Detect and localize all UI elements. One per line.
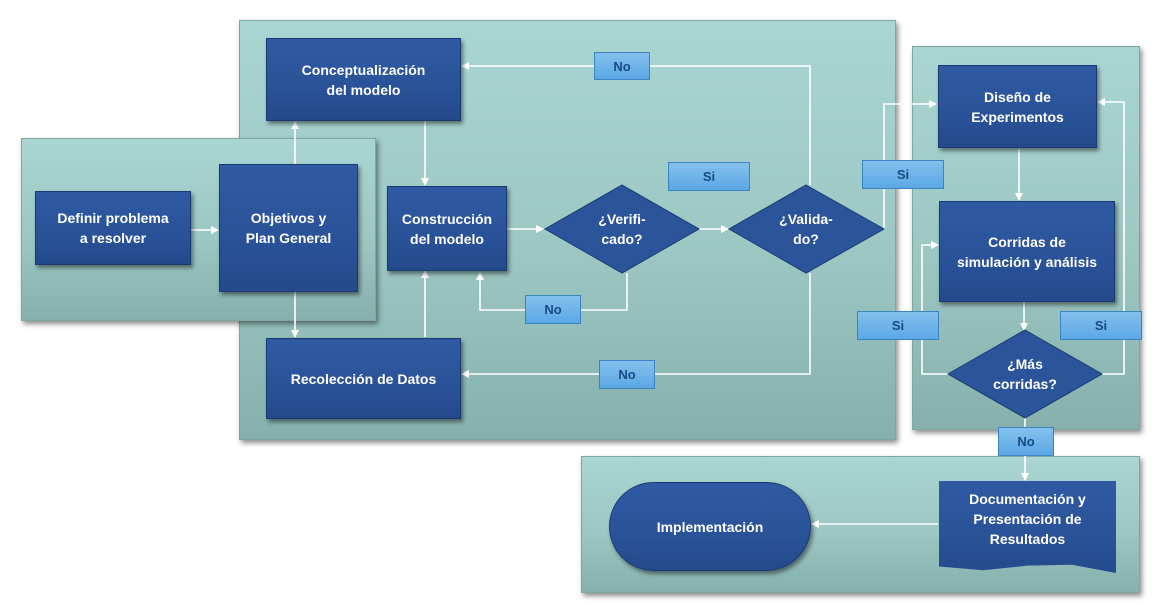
corridas-box: Corridas de simulación y análisis bbox=[939, 201, 1115, 302]
diseno-box: Diseño de Experimentos bbox=[938, 65, 1097, 148]
objetivos-box: Objetivos y Plan General bbox=[219, 164, 358, 292]
si-validado-tag: Si bbox=[668, 162, 750, 191]
validado-diamond bbox=[727, 184, 886, 274]
mas-corridas-label: ¿Más corridas? bbox=[993, 356, 1057, 392]
no-recoleccion-tag: No bbox=[599, 360, 655, 389]
conceptualizacion-box: Conceptualización del modelo bbox=[266, 38, 461, 121]
documentacion-box: Documentación y Presentación de Resultad… bbox=[939, 481, 1116, 573]
si-corridas-left-tag: Si bbox=[857, 311, 939, 340]
implementacion-terminator: Implementación bbox=[609, 482, 811, 571]
no-verificado-tag: No bbox=[525, 295, 581, 324]
mas-corridas-diamond bbox=[946, 329, 1104, 419]
si-corridas-right-tag: Si bbox=[1060, 311, 1142, 340]
construccion-box: Construcción del modelo bbox=[387, 186, 507, 271]
verificado-label: ¿Verifi- cado? bbox=[598, 211, 646, 247]
implementacion-label: Implementación bbox=[656, 518, 764, 535]
recoleccion-label: Recolección de Datos bbox=[290, 370, 437, 387]
arrow-validado-no-recoleccion bbox=[461, 273, 811, 378]
no-conceptualizacion-tag: No bbox=[594, 52, 650, 80]
construccion-label: Construcción del modelo bbox=[401, 210, 493, 247]
verificado-diamond bbox=[543, 184, 701, 274]
validado-label: ¿Valida- do? bbox=[779, 211, 833, 247]
arrow-mas-si-diseno bbox=[1097, 98, 1125, 375]
corridas-label: Corridas de simulación y análisis bbox=[956, 233, 1098, 270]
definir-problema-label: Definir problema a resolver bbox=[57, 210, 169, 246]
objetivos-label: Objetivos y Plan General bbox=[245, 210, 332, 246]
documentacion-label: Documentación y Presentación de Resultad… bbox=[969, 491, 1086, 547]
arrow-validado-no-conceptualizacion bbox=[461, 62, 811, 185]
conceptualizacion-label: Conceptualización del modelo bbox=[301, 61, 426, 98]
arrow-mas-si-corridas bbox=[921, 241, 950, 375]
si-diseno-tag: Si bbox=[862, 160, 944, 189]
recoleccion-box: Recolección de Datos bbox=[266, 338, 461, 419]
no-mas-corridas-tag: No bbox=[998, 427, 1054, 456]
definir-problema-box: Definir problema a resolver bbox=[35, 191, 191, 265]
diseno-label: Diseño de Experimentos bbox=[971, 88, 1064, 125]
